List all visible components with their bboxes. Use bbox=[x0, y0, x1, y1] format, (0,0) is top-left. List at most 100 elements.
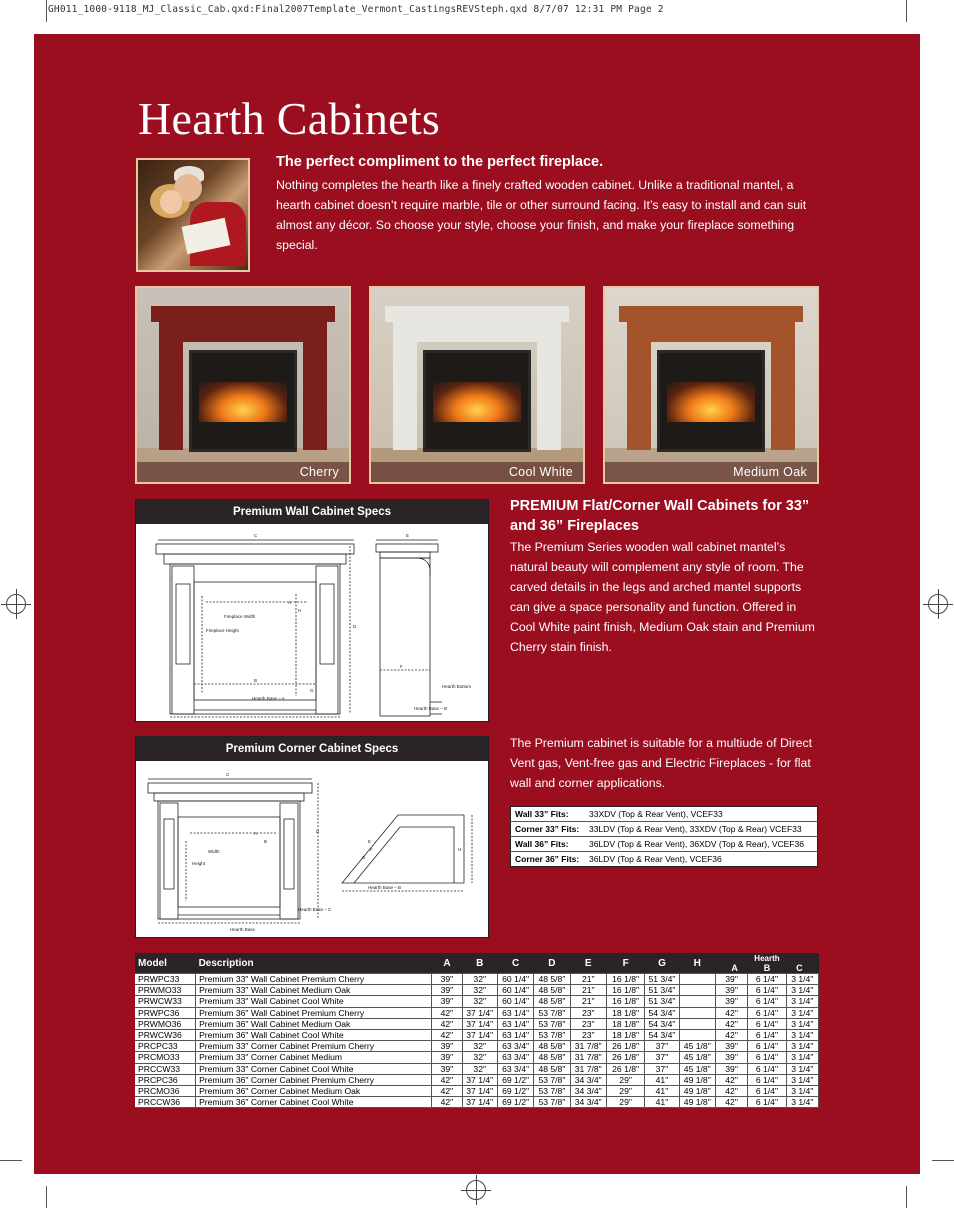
table-cell: 51 3/4" bbox=[644, 972, 680, 986]
table-cell: 37 1/4" bbox=[461, 1084, 498, 1098]
table-cell: 6 1/4" bbox=[747, 1017, 787, 1030]
corner-dim-label-h: H bbox=[458, 847, 461, 852]
table-cell: 26 1/8" bbox=[605, 1051, 646, 1064]
table-cell: 39" bbox=[431, 972, 463, 986]
table-cell bbox=[678, 1017, 716, 1030]
table-cell: 41" bbox=[644, 1096, 680, 1109]
table-cell: Premium 36" Corner Cabinet Medium Oak bbox=[195, 1084, 433, 1098]
col-model: Model bbox=[135, 953, 196, 974]
table-cell: 39" bbox=[431, 1040, 463, 1053]
table-cell: 3 1/4" bbox=[785, 1062, 820, 1075]
table-cell: 26 1/8" bbox=[605, 1062, 646, 1075]
crop-mark-left-bottom bbox=[0, 1160, 22, 1161]
intro-body: Nothing completes the hearth like a fine… bbox=[276, 178, 807, 252]
table-cell: 39" bbox=[714, 1062, 749, 1075]
premium-body: The Premium Series wooden wall cabinet m… bbox=[510, 540, 815, 654]
table-cell: PRCPC36 bbox=[135, 1073, 197, 1086]
hearth-base-a-label: Hearth Base – A bbox=[252, 696, 285, 701]
premium-suitable-text: The Premium cabinet is suitable for a mu… bbox=[510, 736, 813, 790]
table-cell: 32" bbox=[461, 984, 498, 997]
corner-cabinet-diagram: C A B D E F G H Width Height Hearth Base… bbox=[147, 772, 473, 932]
table-cell: Premium 33" Corner Cabinet Medium bbox=[195, 1051, 433, 1064]
registration-mark-right bbox=[923, 589, 953, 619]
corner-dim-label-g: G bbox=[362, 855, 366, 860]
registration-mark-bottom bbox=[461, 1175, 491, 1205]
table-cell: 42" bbox=[431, 1006, 463, 1019]
table-cell bbox=[678, 984, 716, 997]
fireplace-width-label: Fireplace Width bbox=[224, 614, 256, 619]
finish-label: Medium Oak bbox=[733, 465, 807, 479]
fits-row: Wall 33” Fits:33XDV (Top & Rear Vent), V… bbox=[510, 806, 818, 822]
table-cell: 6 1/4" bbox=[747, 984, 787, 997]
table-cell: 6 1/4" bbox=[747, 995, 787, 1008]
table-cell: Premium 33" Wall Cabinet Premium Cherry bbox=[195, 972, 433, 986]
table-cell: 37 1/4" bbox=[461, 1096, 498, 1109]
table-cell: 48 5/8" bbox=[533, 972, 571, 986]
table-cell: PRWCW36 bbox=[135, 1028, 197, 1042]
table-cell: Premium 36" Wall Cabinet Cool White bbox=[195, 1028, 433, 1042]
table-cell: PRCCW36 bbox=[135, 1096, 197, 1109]
table-cell: 32" bbox=[461, 1051, 498, 1064]
finish-label: Cherry bbox=[299, 465, 339, 479]
table-cell: Premium 33" Corner Cabinet Cool White bbox=[195, 1062, 433, 1075]
table-cell: PRCPC33 bbox=[135, 1040, 197, 1053]
dim-label-f: F bbox=[400, 664, 403, 669]
col-e: E bbox=[570, 953, 607, 974]
table-cell: 29" bbox=[605, 1073, 646, 1086]
crop-mark-top-left bbox=[46, 0, 47, 22]
table-cell: 31 7/8" bbox=[569, 1040, 607, 1053]
table-cell: PRCCW33 bbox=[135, 1062, 197, 1075]
table-cell: PRWCW33 bbox=[135, 995, 197, 1008]
table-cell: 49 1/8" bbox=[678, 1096, 716, 1109]
fits-row: Corner 36” Fits:36LDV (Top & Rear Vent),… bbox=[515, 854, 722, 864]
table-cell: 48 5/8" bbox=[533, 995, 571, 1008]
table-cell: 60 1/4" bbox=[496, 972, 535, 986]
family-reading-photo bbox=[136, 158, 250, 272]
print-slug: GH011_1000-9118_MJ_Classic_Cab.qxd:Final… bbox=[48, 4, 664, 15]
table-cell: 41" bbox=[644, 1084, 680, 1098]
table-cell: 3 1/4" bbox=[785, 1017, 820, 1030]
corner-specs-title: Premium Corner Cabinet Specs bbox=[136, 737, 488, 761]
table-cell: 32" bbox=[461, 995, 498, 1008]
table-cell: 39" bbox=[714, 995, 749, 1008]
table-cell: 34 3/4" bbox=[569, 1096, 607, 1109]
table-cell: 21" bbox=[569, 972, 607, 986]
table-cell: 37 1/4" bbox=[461, 1017, 498, 1030]
table-cell: 48 5/8" bbox=[533, 1051, 571, 1064]
intro-heading: The perfect compliment to the perfect fi… bbox=[276, 154, 604, 170]
table-cell: 39" bbox=[714, 984, 749, 997]
table-cell: 21" bbox=[569, 984, 607, 997]
table-cell: 63 1/4" bbox=[496, 1006, 535, 1019]
corner-dim-label-d: D bbox=[316, 829, 320, 834]
table-cell: 3 1/4" bbox=[785, 1096, 820, 1109]
table-cell: 3 1/4" bbox=[785, 1006, 820, 1019]
table-cell: 39" bbox=[431, 984, 463, 997]
corner-width-label: Width bbox=[208, 849, 220, 854]
table-cell: 69 1/2" bbox=[496, 1096, 535, 1109]
table-cell: 39" bbox=[714, 1040, 749, 1053]
col-a: A bbox=[431, 953, 463, 974]
table-cell: 39" bbox=[431, 1051, 463, 1064]
table-cell: 51 3/4" bbox=[644, 984, 680, 997]
page-title: Hearth Cabinets bbox=[138, 93, 441, 144]
table-cell: 42" bbox=[714, 1028, 749, 1042]
table-cell: 37 1/4" bbox=[461, 1006, 498, 1019]
table-cell: 49 1/8" bbox=[678, 1073, 716, 1086]
table-cell: 6 1/4" bbox=[747, 1051, 787, 1064]
table-cell: 3 1/4" bbox=[785, 995, 820, 1008]
crop-mark-right-bottom bbox=[932, 1160, 954, 1161]
table-cell: PRCMO36 bbox=[135, 1084, 197, 1098]
table-cell: 60 1/4" bbox=[496, 995, 535, 1008]
table-cell: 23" bbox=[569, 1006, 607, 1019]
registration-mark-left bbox=[1, 589, 31, 619]
hearth-bottom-label: Hearth Bottom bbox=[442, 684, 471, 689]
table-cell: 54 3/4" bbox=[644, 1017, 680, 1030]
fits-row: Corner 33” Fits:33LDV (Top & Rear Vent),… bbox=[510, 821, 818, 837]
col-hearth-b: B bbox=[763, 962, 771, 973]
table-cell: 3 1/4" bbox=[785, 1051, 820, 1064]
